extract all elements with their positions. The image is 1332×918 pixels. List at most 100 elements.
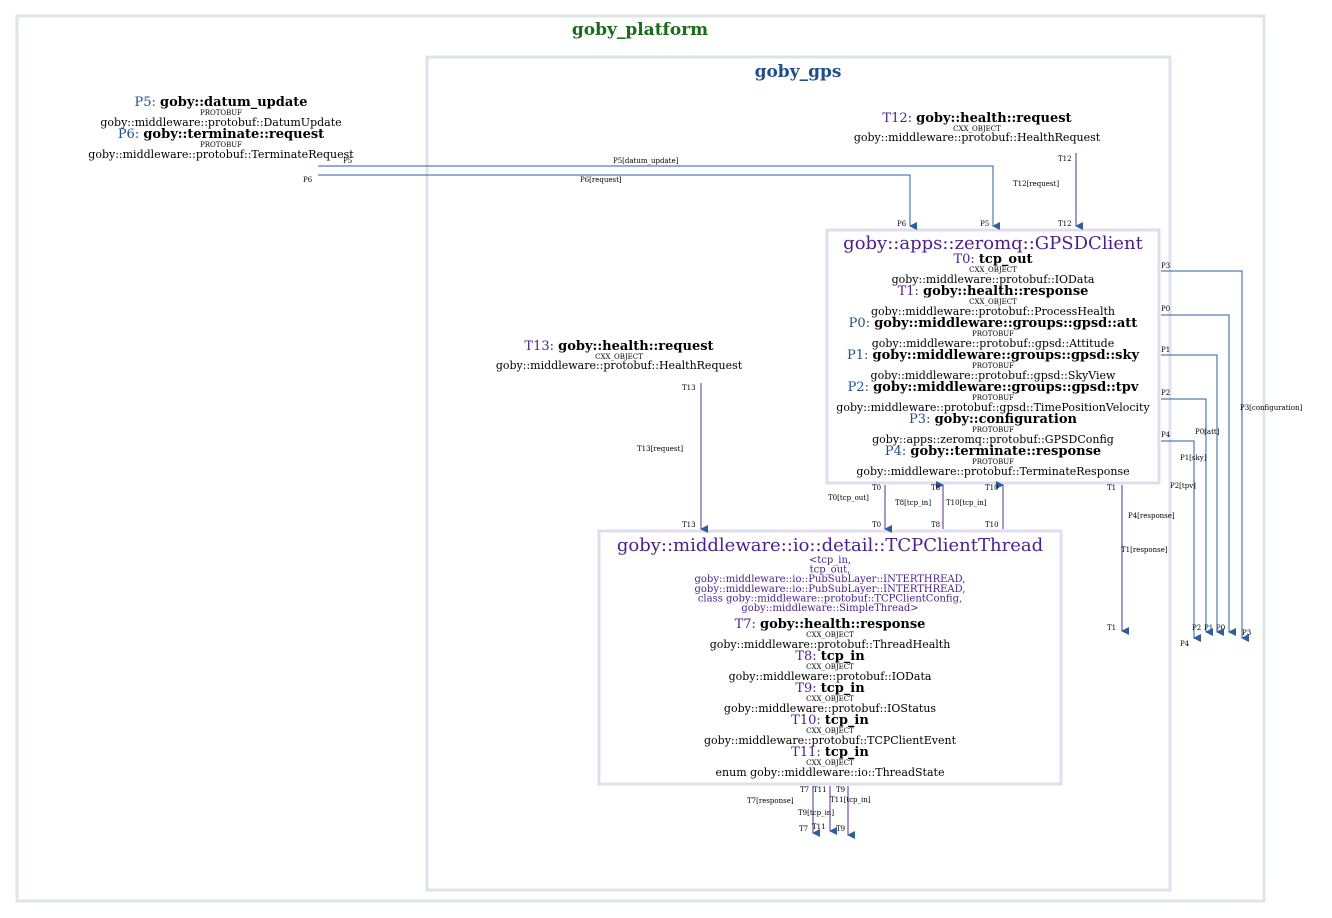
entry-scheme: PROTOBUF xyxy=(972,330,1014,338)
port-p1-end: P1 xyxy=(1204,624,1213,632)
edge-p2: P2 P2[tpv] P2 xyxy=(1161,389,1213,636)
port-t0-out: T0 xyxy=(872,484,881,492)
external-publish-block: P5: goby::datum_update PROTOBUF goby::mi… xyxy=(88,95,354,161)
template-line: <tcp_in, xyxy=(809,555,851,566)
p5-type: goby::middleware::protobuf::DatumUpdate xyxy=(100,116,341,129)
edge-p3-label: P3[configuration] xyxy=(1240,404,1302,412)
port-t9-out: T9 xyxy=(836,786,845,794)
edge-p0-label: P0[att] xyxy=(1195,428,1220,436)
entry-type: goby::middleware::protobuf::TCPClientEve… xyxy=(704,734,957,747)
edge-p4: P4 P4[response] P4 xyxy=(1128,431,1201,648)
edge-t7-label: T7[response] xyxy=(747,797,794,805)
port-p3-out: P3 xyxy=(1161,262,1170,270)
entry-label: T10: tcp_in xyxy=(791,713,869,728)
p6-label: P6: goby::terminate::request xyxy=(118,127,324,142)
t12-type: goby::middleware::protobuf::HealthReques… xyxy=(854,131,1101,144)
cluster-platform-title: goby_platform xyxy=(572,20,708,40)
cluster-goby-platform xyxy=(15,14,1266,903)
gpsd-client-entries: T0: tcp_outCXX_OBJECTgoby::middleware::p… xyxy=(836,252,1150,478)
edge-t7: T7 T7[response] T7 xyxy=(747,786,820,837)
port-p2-end: P2 xyxy=(1192,624,1201,632)
entry-label: T7: goby::health::response xyxy=(735,617,926,632)
gpsd-client-node[interactable] xyxy=(825,228,1161,485)
entry-type: goby::middleware::protobuf::ThreadHealth xyxy=(710,638,951,651)
template-line: goby::middleware::io::PubSubLayer::INTER… xyxy=(695,574,966,585)
port-p4-out: P4 xyxy=(1161,431,1171,439)
entry-scheme: PROTOBUF xyxy=(972,426,1014,434)
port-p3-end: P3 xyxy=(1242,629,1251,637)
edge-t12-label: T12[request] xyxy=(1013,180,1059,188)
template-line: goby::middleware::io::PubSubLayer::INTER… xyxy=(695,584,966,595)
entry-scheme: CXX_OBJECT xyxy=(969,298,1017,306)
edge-t8: T8 T8[tcp_in] T8 xyxy=(895,481,944,529)
port-p1-out: P1 xyxy=(1161,346,1170,354)
t13-block: T13: goby::health::request CXX_OBJECT go… xyxy=(496,339,743,372)
port-t1-out: T1 xyxy=(1107,484,1116,492)
template-line: tcp_out, xyxy=(810,565,851,576)
edge-p2-label: P2[tpv] xyxy=(1170,482,1196,490)
t12-block: T12: goby::health::request CXX_OBJECT go… xyxy=(854,111,1101,144)
entry-type: goby::apps::zeromq::protobuf::GPSDConfig xyxy=(872,433,1114,446)
port-t12-out: T12 xyxy=(1058,155,1072,163)
entry-scheme: PROTOBUF xyxy=(972,394,1014,402)
edge-p6: P6 P6[request] P6 xyxy=(303,174,917,230)
entry-label: T11: tcp_in xyxy=(791,745,869,760)
template-line: class goby::middleware::protobuf::TCPCli… xyxy=(698,593,962,604)
port-t0-in: T0 xyxy=(872,521,881,529)
port-t9-end: T9 xyxy=(836,825,845,833)
entry-scheme: PROTOBUF xyxy=(972,362,1014,370)
port-t8-in: T8 xyxy=(931,484,940,492)
edge-t0: T0 T0[tcp_out] T0 xyxy=(828,484,892,533)
entry-type: goby::middleware::protobuf::IOData xyxy=(729,670,932,683)
edge-t10-label: T10[tcp_in] xyxy=(946,499,987,507)
tcp-thread-title: goby::middleware::io::detail::TCPClientT… xyxy=(617,535,1043,556)
port-t11-out: T11 xyxy=(813,786,827,794)
cluster-gps-title: goby_gps xyxy=(755,62,842,82)
p6-scheme: PROTOBUF xyxy=(200,141,242,149)
entry-label: P0: goby::middleware::groups::gpsd::att xyxy=(849,316,1138,331)
entry-type: goby::middleware::protobuf::ProcessHealt… xyxy=(871,305,1115,318)
entry-type: goby::middleware::protobuf::gpsd::SkyVie… xyxy=(871,369,1116,382)
edge-t11-label: T11[tcp_in] xyxy=(830,796,871,804)
t13-label: T13: goby::health::request xyxy=(524,339,713,354)
port-p5-in: P5 xyxy=(980,220,989,228)
edge-t8-label: T8[tcp_in] xyxy=(895,499,931,507)
port-t7-out: T7 xyxy=(800,786,809,794)
cluster-goby-gps xyxy=(425,55,1172,892)
tcp-thread-template: <tcp_in,tcp_out,goby::middleware::io::Pu… xyxy=(695,555,966,614)
edge-t13: T13 T13[request] T13 xyxy=(637,383,708,533)
entry-label: T9: tcp_in xyxy=(795,681,865,696)
entry-scheme: CXX_OBJECT xyxy=(806,695,854,703)
template-line: goby::middleware::SimpleThread> xyxy=(741,603,918,614)
entry-label: T8: tcp_in xyxy=(795,649,865,664)
edge-t9: T9 T9[tcp_in] T9 xyxy=(798,786,855,839)
port-t12-in: T12 xyxy=(1058,220,1072,228)
port-t1-end: T1 xyxy=(1107,624,1116,632)
entry-type: goby::middleware::protobuf::gpsd::TimePo… xyxy=(836,401,1150,414)
edge-t11: T11 T11[tcp_in] T11 xyxy=(812,786,871,835)
t13-scheme: CXX_OBJECT xyxy=(595,353,643,361)
entry-scheme: CXX_OBJECT xyxy=(806,663,854,671)
port-t11-end: T11 xyxy=(812,823,826,831)
edge-t10: T10 T10[tcp_in] T10 xyxy=(946,481,1004,529)
entry-label: P2: goby::middleware::groups::gpsd::tpv xyxy=(848,380,1139,395)
entry-label: T1: goby::health::response xyxy=(898,284,1089,299)
edge-t1: T1 T1[response] T1 xyxy=(1107,484,1168,635)
entry-scheme: CXX_OBJECT xyxy=(806,727,854,735)
port-t13-in: T13 xyxy=(682,521,696,529)
p6-type: goby::middleware::protobuf::TerminateReq… xyxy=(88,148,354,161)
entry-label: P3: goby::configuration xyxy=(909,412,1077,427)
edge-p5: P5 P5[datum_update] P5 xyxy=(318,157,1000,230)
entry-scheme: PROTOBUF xyxy=(972,458,1014,466)
port-p5-out: P5 xyxy=(343,157,352,165)
entry-label: P4: goby::terminate::response xyxy=(885,444,1101,459)
tcp-thread-node[interactable] xyxy=(597,529,1063,786)
port-t10-in: T10 xyxy=(985,484,999,492)
port-p4-end: P4 xyxy=(1180,640,1190,648)
entry-type: enum goby::middleware::io::ThreadState xyxy=(716,766,945,779)
port-p6-in: P6 xyxy=(897,220,907,228)
edge-p1-label: P1[sky] xyxy=(1180,454,1207,462)
t13-type: goby::middleware::protobuf::HealthReques… xyxy=(496,359,743,372)
port-t13-out: T13 xyxy=(682,384,696,392)
